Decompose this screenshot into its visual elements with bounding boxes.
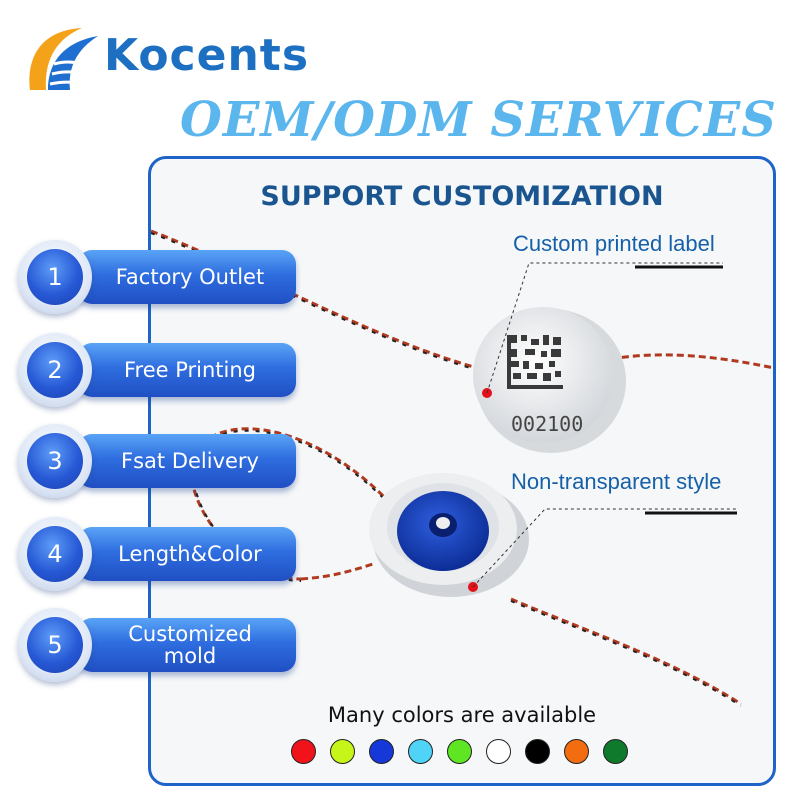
feature-item: Customized mold 5 bbox=[18, 608, 296, 682]
feature-item: Factory Outlet 1 bbox=[18, 240, 296, 314]
feature-label: Customized mold bbox=[128, 622, 252, 668]
color-swatch bbox=[525, 739, 550, 764]
color-swatch bbox=[330, 739, 355, 764]
headline: OEM/ODM SERVICES bbox=[180, 92, 777, 148]
seal-printed: 002100 bbox=[473, 307, 626, 453]
customization-panel: 002100 SUPPORT CUSTOMIZATION Custom prin… bbox=[148, 156, 776, 786]
seal-code: 002100 bbox=[511, 412, 583, 436]
product-illustration: 002100 bbox=[151, 229, 773, 707]
feature-number-badge: 5 bbox=[27, 617, 83, 673]
callout-line-printed bbox=[486, 262, 723, 394]
qr-code-icon bbox=[507, 335, 563, 389]
callout-line-solid bbox=[472, 508, 737, 588]
callout-printed-label: Custom printed label bbox=[513, 231, 715, 256]
feature-number-badge: 4 bbox=[27, 526, 83, 582]
feature-number-badge: 2 bbox=[27, 342, 83, 398]
brand-name: Kocents bbox=[104, 30, 310, 81]
feature-label: Factory Outlet bbox=[115, 265, 265, 289]
feature-label: Fsat Delivery bbox=[121, 449, 259, 473]
feature-item: Free Printing 2 bbox=[18, 333, 296, 407]
feature-pill: Fsat Delivery bbox=[78, 434, 296, 488]
wire-lower-exit bbox=[510, 597, 742, 707]
seal-solid bbox=[369, 473, 529, 597]
color-swatch bbox=[486, 739, 511, 764]
feature-pill: Factory Outlet bbox=[78, 250, 296, 304]
color-swatch bbox=[369, 739, 394, 764]
color-swatch bbox=[291, 739, 316, 764]
color-swatch bbox=[603, 739, 628, 764]
feature-number-badge: 1 bbox=[27, 249, 83, 305]
feature-number-badge: 3 bbox=[27, 433, 83, 489]
feature-item: Length&Color 4 bbox=[18, 517, 296, 591]
color-swatches bbox=[291, 739, 628, 764]
feature-pill: Customized mold bbox=[78, 618, 296, 672]
color-swatch bbox=[564, 739, 589, 764]
feature-pill: Length&Color bbox=[78, 527, 296, 581]
feature-pill: Free Printing bbox=[78, 343, 296, 397]
callout-non-transparent: Non-transparent style bbox=[511, 469, 722, 494]
feature-label: Free Printing bbox=[123, 358, 257, 382]
kocents-logo-icon bbox=[29, 28, 101, 92]
wire-upper bbox=[151, 229, 482, 372]
panel-title: SUPPORT CUSTOMIZATION bbox=[260, 181, 664, 212]
colors-label: Many colors are available bbox=[327, 703, 597, 727]
color-swatch bbox=[447, 739, 472, 764]
color-swatch bbox=[408, 739, 433, 764]
feature-label: Length&Color bbox=[118, 542, 262, 566]
feature-item: Fsat Delivery 3 bbox=[18, 424, 296, 498]
wire-right bbox=[610, 353, 773, 370]
